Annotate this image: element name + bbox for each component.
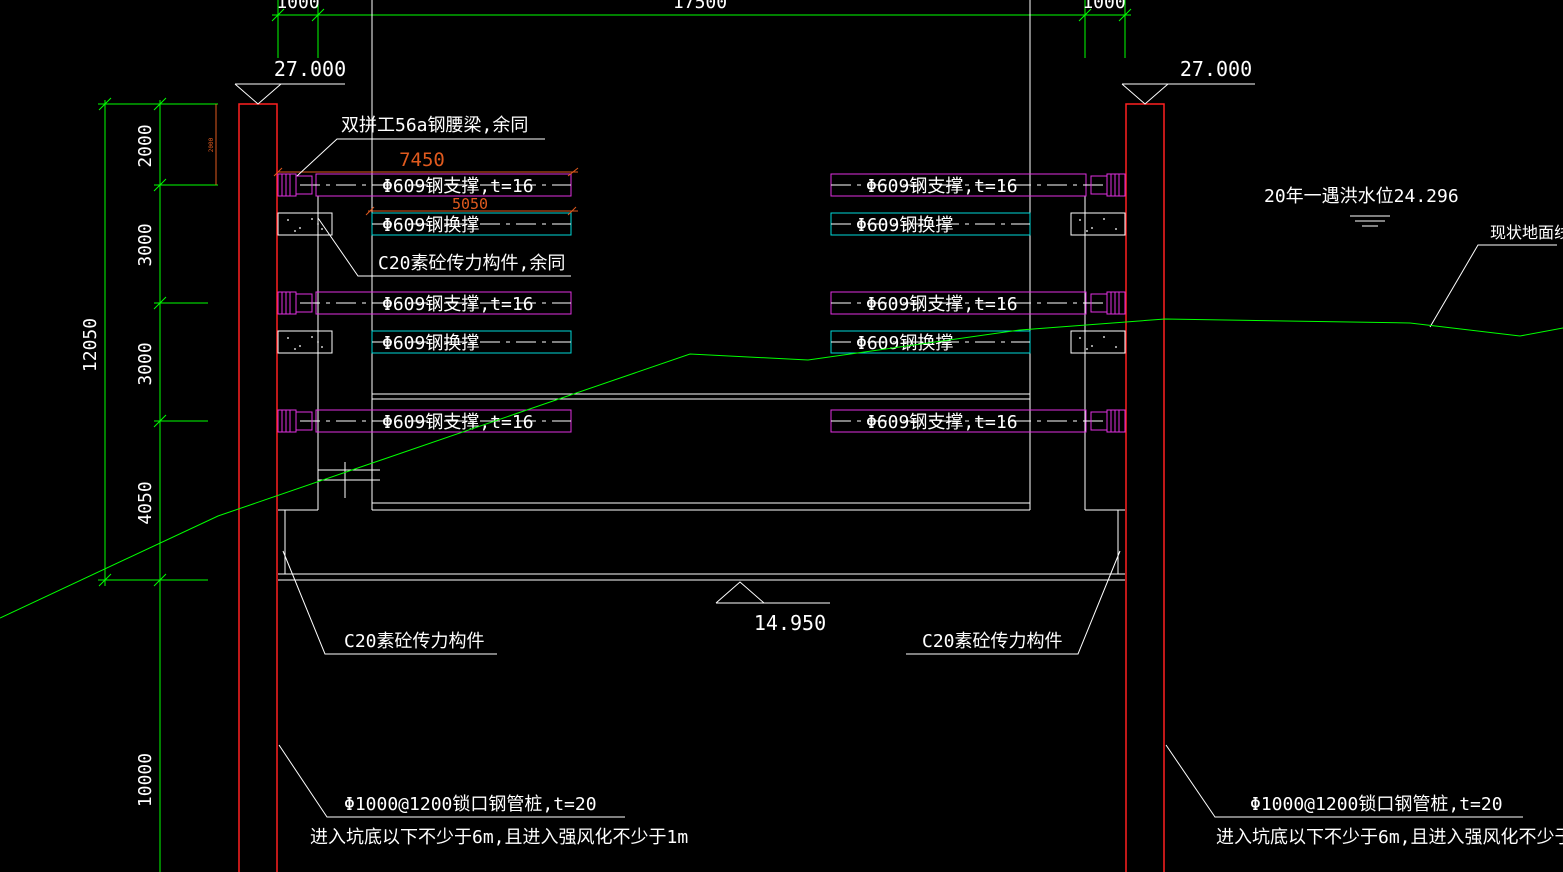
flood-level-label: 20年一遇洪水位24.296: [1264, 186, 1459, 207]
left-concrete-blocks: [277, 212, 333, 354]
left-struts: [300, 173, 572, 433]
dim-10000: 10000: [135, 753, 156, 807]
top-dim-center: 17500: [673, 0, 727, 13]
tiny-dim-2000: 2000: [208, 137, 215, 152]
orange-dimension-lines: [273, 167, 579, 216]
right-strut-2-label: Φ609钢支撑,t=16: [866, 294, 1018, 315]
steel-piles: [238, 103, 1165, 872]
c20-left-label: C20素砼传力构件: [344, 631, 485, 652]
dim-2000: 2000: [135, 124, 156, 167]
right-brace-1-label: Φ609钢换撑: [856, 215, 953, 236]
left-strut-1-label: Φ609钢支撑,t=16: [382, 176, 534, 197]
right-concrete-hatch: [1079, 218, 1117, 350]
right-struts: [830, 173, 1104, 433]
pile-left-label-1: Φ1000@1200锁口钢管桩,t=20: [344, 794, 597, 815]
c20-right-label: C20素砼传力构件: [922, 631, 1063, 652]
pile-left-label-2: 进入坑底以下不少于6m,且进入强风化不少于1m: [310, 827, 688, 848]
top-dim-right: 1000: [1082, 0, 1125, 13]
left-wale-heads: [277, 173, 313, 433]
top-dimension-lines: [271, 0, 1132, 58]
pile-right-label-1: Φ1000@1200锁口钢管桩,t=20: [1250, 794, 1503, 815]
top-dim-left: 1000: [276, 0, 319, 13]
left-strut-3-label: Φ609钢支撑,t=16: [382, 412, 534, 433]
elevation-left-top: 27.000: [274, 57, 346, 81]
left-dimension-chain: [98, 97, 218, 872]
orange-dim-7450: 7450: [399, 149, 445, 171]
dim-3000a: 3000: [135, 223, 156, 266]
inner-structure: [278, 0, 1125, 581]
right-strut-3-label: Φ609钢支撑,t=16: [866, 412, 1018, 433]
dim-3000b: 3000: [135, 342, 156, 385]
ground-line-label: 现状地面线: [1490, 223, 1563, 242]
elevation-bottom: 14.950: [754, 611, 826, 635]
ground-line: [0, 318, 1563, 619]
dim-4050: 4050: [135, 481, 156, 524]
left-brace-1-label: Φ609钢换撑: [382, 215, 479, 236]
leader-lines: [278, 138, 1557, 818]
right-concrete-blocks: [1070, 212, 1126, 354]
dim-12050: 12050: [80, 318, 101, 372]
elevation-right-top: 27.000: [1180, 57, 1252, 81]
right-strut-1-label: Φ609钢支撑,t=16: [866, 176, 1018, 197]
elevation-markers: [234, 83, 1255, 604]
pile-right-label-2: 进入坑底以下不少于6m,且进入强风化不少于1m: [1216, 827, 1563, 848]
left-concrete-hatch: [287, 218, 323, 350]
right-wale-heads: [1090, 173, 1126, 433]
c20-same-label: C20素砼传力构件,余同: [378, 253, 565, 274]
left-strut-2-label: Φ609钢支撑,t=16: [382, 294, 534, 315]
waist-beam-label: 双拼工56a钢腰梁,余同: [341, 115, 528, 136]
left-brace-2-label: Φ609钢换撑: [382, 333, 479, 354]
right-brace-2-label: Φ609钢换撑: [856, 333, 953, 354]
orange-dim-5050: 5050: [452, 195, 488, 213]
